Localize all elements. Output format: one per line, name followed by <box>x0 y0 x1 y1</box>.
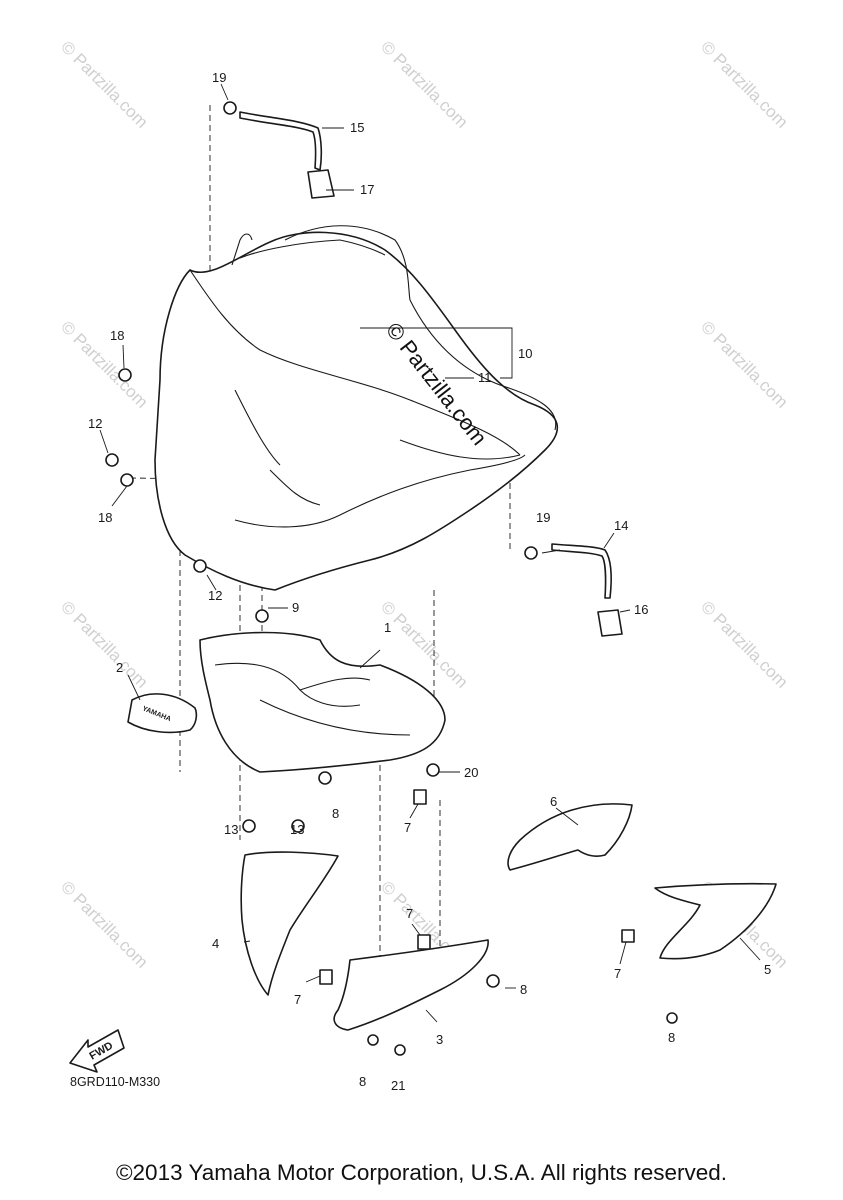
side-cover-6 <box>507 803 633 871</box>
side-panel-4 <box>240 851 339 996</box>
callout-8: 8 <box>359 1074 366 1089</box>
callout-15: 15 <box>350 120 364 135</box>
callout-7: 7 <box>294 992 301 1007</box>
watermark: © Partzilla.com <box>57 317 151 411</box>
callout-7: 7 <box>404 820 411 835</box>
callout-11: 11 <box>478 370 492 385</box>
watermark: © Partzilla.com <box>377 37 471 131</box>
watermark: © Partzilla.com <box>697 317 791 411</box>
callout-8: 8 <box>332 806 339 821</box>
windshield <box>154 231 559 591</box>
callout-21: 21 <box>391 1078 405 1093</box>
leader-lines <box>99 83 761 1023</box>
front-cowl <box>199 631 446 773</box>
callout-20: 20 <box>464 765 478 780</box>
callout-8: 8 <box>668 1030 675 1045</box>
callout-16: 16 <box>634 602 648 617</box>
duct-15 <box>239 111 335 199</box>
diagram-code: 8GRD110-M330 <box>70 1075 160 1089</box>
callout-5: 5 <box>764 962 771 977</box>
watermark: © Partzilla.com <box>697 37 791 131</box>
fasteners <box>105 101 678 1056</box>
callout-18: 18 <box>98 510 112 525</box>
under-cover-3 <box>333 939 489 1031</box>
callout-14: 14 <box>614 518 628 533</box>
watermark: © Partzilla.com <box>57 597 151 691</box>
watermark: © Partzilla.com <box>697 597 791 691</box>
callout-7: 7 <box>406 906 413 921</box>
callout-17: 17 <box>360 182 374 197</box>
fwd-arrow: FWD <box>69 1029 125 1073</box>
watermark: © Partzilla.com <box>57 877 151 971</box>
callout-6: 6 <box>550 794 557 809</box>
callout-18: 18 <box>110 328 124 343</box>
duct-14 <box>551 543 623 637</box>
copyright-notice: ©2013 Yamaha Motor Corporation, U.S.A. A… <box>115 1160 728 1185</box>
callout-19: 19 <box>212 70 226 85</box>
callout-3: 3 <box>436 1032 443 1047</box>
callout-7: 7 <box>614 966 621 981</box>
callout-4: 4 <box>212 936 219 951</box>
edge-molding <box>284 225 557 431</box>
side-cover-5 <box>654 882 777 960</box>
callout-12: 12 <box>88 416 102 431</box>
callout-10: 10 <box>518 346 532 361</box>
callout-13: 13 <box>290 822 304 837</box>
callout-1: 1 <box>384 620 391 635</box>
watermark: © Partzilla.com <box>57 37 151 131</box>
callout-13: 13 <box>224 822 238 837</box>
callout-9: 9 <box>292 600 299 615</box>
callout-12: 12 <box>208 588 222 603</box>
callout-19: 19 <box>536 510 550 525</box>
callout-2: 2 <box>116 660 123 675</box>
callout-8: 8 <box>520 982 527 997</box>
callouts: 19 15 17 18 10 11 12 18 19 14 12 9 16 1 … <box>88 70 771 1093</box>
yamaha-badge: YAMAHA <box>127 693 198 734</box>
